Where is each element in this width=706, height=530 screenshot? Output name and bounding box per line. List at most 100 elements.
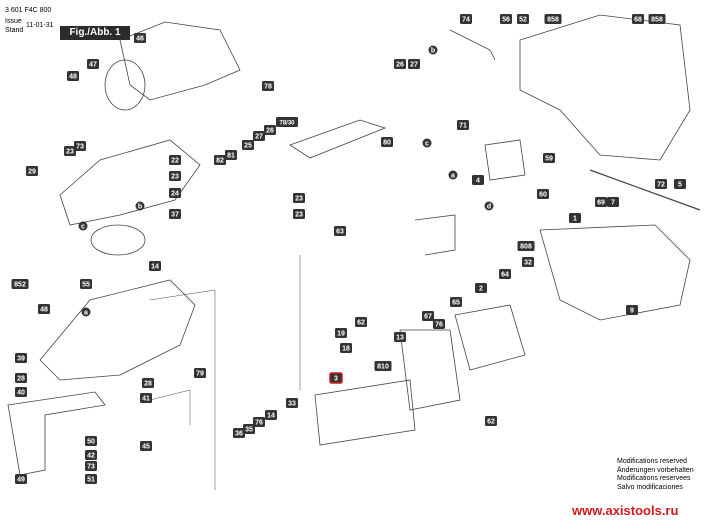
part-label-text: 4 (476, 178, 480, 185)
part-label-text: 810 (377, 364, 389, 371)
part-label-text: 56 (502, 17, 510, 24)
part-label-text: 2 (479, 286, 483, 293)
part-label-49: 49 (15, 474, 27, 484)
part-label-badge (15, 353, 27, 363)
part-label-text: d (487, 204, 491, 211)
part-label-24: 24 (169, 188, 181, 198)
part-label-text: 5 (678, 182, 682, 189)
part-label-text: b (431, 48, 435, 55)
part-label-18: 18 (340, 343, 352, 353)
part-label-c2: c (78, 221, 88, 231)
part-label-text: 37 (171, 212, 179, 219)
part-label-65: 65 (450, 297, 462, 307)
part-label-badge (194, 368, 206, 378)
part-label-72: 72 (655, 179, 667, 189)
part-label-badge (276, 117, 298, 127)
part-label-27a: 27 (408, 59, 420, 69)
switch-unit (484, 139, 526, 181)
part-label-text: 23 (171, 174, 179, 181)
part-label-text: 72 (657, 182, 665, 189)
part-label-badge (265, 410, 277, 420)
part-label-text: b (138, 204, 142, 211)
part-label-text: 33 (288, 401, 296, 408)
part-label-text: 28 (144, 381, 152, 388)
part-label-badge (543, 153, 555, 163)
part-label-badge (595, 197, 607, 207)
website-link[interactable]: www.axistools.ru (572, 503, 679, 518)
part-label-76a: 76 (433, 319, 445, 329)
part-label-text: 18 (342, 346, 350, 353)
part-label-badge (264, 125, 276, 135)
blade-clamp-cover (119, 21, 241, 101)
part-label-text: 76 (255, 420, 263, 427)
part-label-badge (632, 14, 644, 24)
part-label-text: 23 (295, 212, 303, 219)
spring-clip (414, 214, 456, 256)
part-label-41: 41 (140, 393, 152, 403)
part-label-b1: b (428, 45, 438, 55)
gear-housing-cover (59, 139, 201, 226)
part-label-26b: 26 (264, 125, 276, 135)
part-label-33: 33 (286, 398, 298, 408)
part-label-7: 7 (607, 197, 619, 207)
part-label-badge (67, 71, 79, 81)
part-label-text: 78 (264, 84, 272, 91)
part-label-c1: c (422, 138, 432, 148)
part-label-text: 73 (76, 144, 84, 151)
plunger-rod (289, 119, 387, 159)
part-label-text: 26 (266, 128, 274, 135)
note-de: Änderungen vorbehalten (617, 466, 694, 474)
part-label-text: 22 (171, 158, 179, 165)
part-label-badge (85, 436, 97, 446)
part-label-text: c (81, 224, 85, 231)
part-label-badge (544, 14, 562, 24)
part-label-badge (500, 14, 512, 24)
part-label-text: 1 (573, 216, 577, 223)
part-label-badge (140, 393, 152, 403)
part-label-text: 46 (136, 36, 144, 43)
part-label-13: 13 (394, 332, 406, 342)
part-label-badge (74, 141, 86, 151)
part-label-36: 36 (233, 428, 245, 438)
part-label-badge (253, 131, 265, 141)
part-label-1: 1 (569, 213, 581, 223)
modifications-notes: Modifications reserved Änderungen vorbeh… (617, 458, 694, 492)
part-label-22: 22 (169, 155, 181, 165)
part-label-text: 82 (216, 158, 224, 165)
part-label-80: 80 (381, 137, 393, 147)
part-label-text: 25 (244, 143, 252, 150)
part-label-text: 48 (40, 307, 48, 314)
part-label-808: 808 (517, 241, 535, 251)
part-label-text: 60 (539, 192, 547, 199)
part-label-badge (134, 33, 146, 43)
parts-drawing (7, 14, 701, 490)
note-fr: Modifications reservees (617, 475, 691, 482)
part-label-14b: 14 (265, 410, 277, 420)
part-label-badge (626, 305, 638, 315)
part-label-28a: 28 (15, 373, 27, 383)
part-label-46: 46 (134, 33, 146, 43)
part-label-45: 45 (140, 441, 152, 451)
part-label-badge (87, 59, 99, 69)
part-label-text: 3 (334, 376, 338, 383)
part-label-42: 42 (85, 450, 97, 460)
part-label-810: 810 (374, 361, 392, 371)
part-label-badge (85, 461, 97, 471)
part-label-55: 55 (80, 279, 92, 289)
part-label-badge (408, 59, 420, 69)
part-label-badge (674, 179, 686, 189)
part-label-text: 23 (66, 149, 74, 156)
part-label-text: 32 (524, 260, 532, 267)
part-label-text: 9 (630, 308, 634, 315)
part-label-text: 23 (295, 196, 303, 203)
part-label-858a: 858 (544, 14, 562, 24)
part-label-63: 63 (334, 226, 346, 236)
part-label-badge (340, 343, 352, 353)
part-label-badge (448, 170, 458, 180)
part-label-text: 13 (396, 335, 404, 342)
rubber-boot-opening (104, 59, 146, 111)
part-label-68: 68 (632, 14, 644, 24)
part-label-3: 3 (329, 372, 343, 384)
part-label-text: 27 (410, 62, 418, 69)
